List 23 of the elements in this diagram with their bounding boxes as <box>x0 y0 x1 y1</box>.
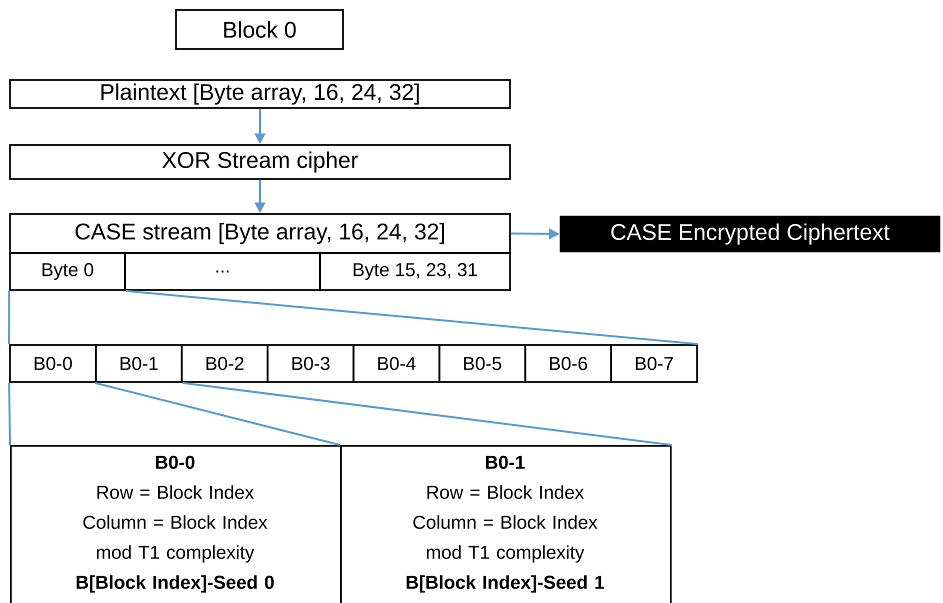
process-box: Block 0 <box>175 9 344 50</box>
zoom-line <box>8 382 11 445</box>
process-box: Plaintext [Byte array, 16, 24, 32] <box>9 79 511 109</box>
cell-box: B0-7 <box>610 344 698 383</box>
detail-box: B0-0 Row = Block Index Column = Block Index mod T1 complexity B[Block Index]-Seed 0 <box>10 445 342 603</box>
cell-box: B0-1 <box>95 344 183 383</box>
process-box: XOR Stream cipher <box>9 144 511 180</box>
cell-box: ... <box>124 252 321 291</box>
process-box: CASE stream [Byte array, 16, 24, 32] <box>9 213 511 254</box>
cell-box: B0-5 <box>438 344 526 383</box>
cell-box: Byte 0 <box>9 252 126 291</box>
cell-box: B0-6 <box>524 344 612 383</box>
cell-box: Byte 15, 23, 31 <box>319 252 511 291</box>
detail-box: B0-1 Row = Block Index Column = Block Index mod T1 complexity B[Block Index]-Seed 1 <box>340 445 672 603</box>
zoom-line <box>182 382 672 446</box>
zoom-line <box>94 382 340 446</box>
cell-box: B0-0 <box>9 344 97 383</box>
zoom-line <box>8 290 10 344</box>
cell-box: B0-4 <box>352 344 440 383</box>
cell-box: B0-3 <box>266 344 354 383</box>
zoom-line <box>126 290 698 346</box>
output-box: CASE Encrypted Ciphertext <box>560 216 940 252</box>
cell-box: B0-2 <box>180 344 269 383</box>
